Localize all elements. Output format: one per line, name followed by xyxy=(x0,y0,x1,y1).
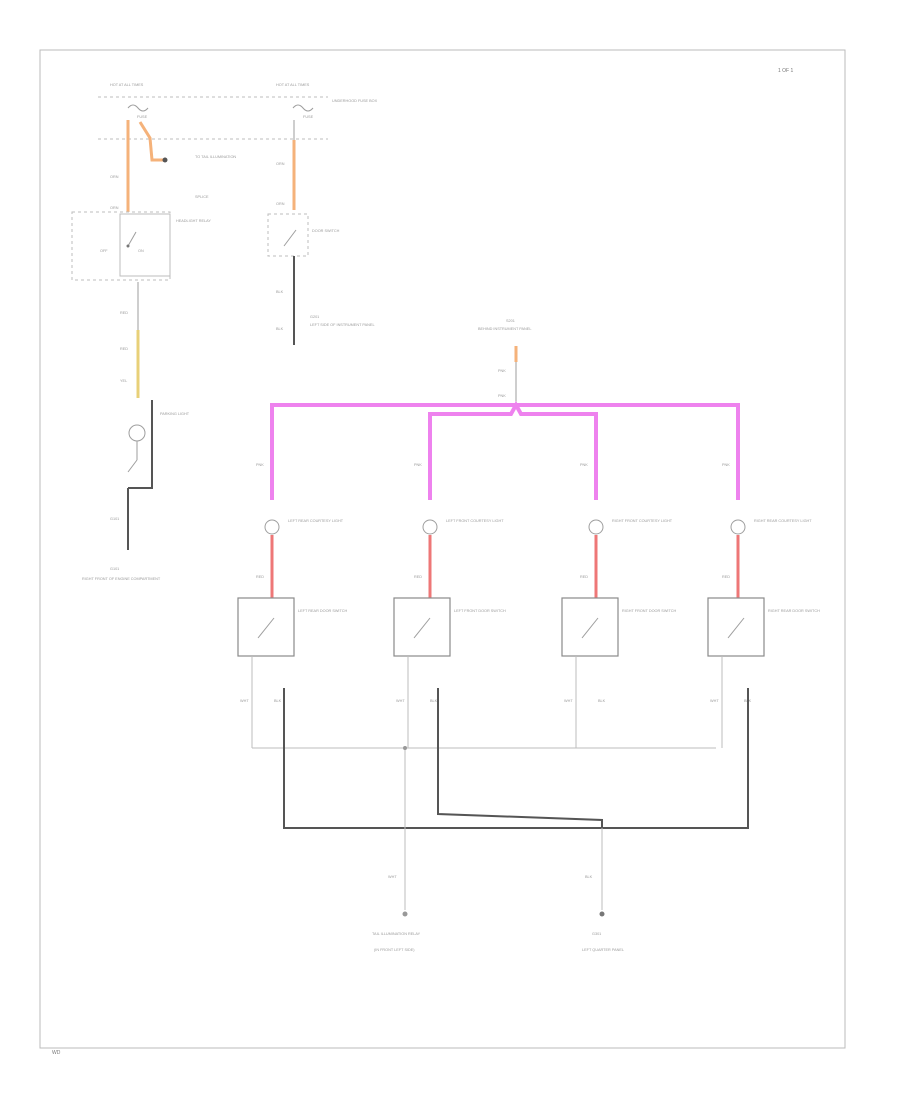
door-switch-label: LEFT FRONT DOOR SWITCH xyxy=(454,609,506,613)
door-switch-arm xyxy=(727,617,745,639)
left-orange-branch xyxy=(138,121,164,162)
bottom-left-caption-2: (IN FRONT LEFT SIDE) xyxy=(374,948,415,952)
relay-off-label: OFF xyxy=(100,249,108,253)
bottom-left-terminal xyxy=(402,911,408,917)
bottom-dark-bus-inner xyxy=(437,688,603,828)
channel-left-wire-label: WHT xyxy=(240,699,249,703)
headlight-relay-inner xyxy=(119,213,171,277)
courtesy-light-label: LEFT FRONT COURTESY LIGHT xyxy=(446,519,504,523)
courtesy-light-icon xyxy=(264,519,280,535)
door-switch-arm xyxy=(257,617,275,639)
channel-mid-wire-label: RED xyxy=(722,575,730,579)
door-switch-arm xyxy=(283,229,297,247)
channel-left-wire-label: WHT xyxy=(396,699,405,703)
courtesy-light-icon xyxy=(588,519,604,535)
channel-top-wire-label: PNK xyxy=(256,463,264,467)
door-switch-label: DOOR SWITCH xyxy=(312,229,340,233)
right-wire-label-3: BLK xyxy=(276,290,284,294)
channel-top-wire-label: PNK xyxy=(722,463,730,467)
pink-bus-main xyxy=(270,403,740,500)
corner-label: 1 OF 1 xyxy=(778,68,794,74)
center-junction-label: PNK xyxy=(498,394,506,398)
door-switch-label: RIGHT REAR DOOR SWITCH xyxy=(768,609,820,613)
courtesy-light-icon xyxy=(422,519,438,535)
door-switch-box xyxy=(561,597,619,657)
right-wire-label-4: BLK xyxy=(276,327,284,331)
right-fuse-icon xyxy=(292,104,314,112)
splice-dot xyxy=(162,157,168,163)
courtesy-light-label: RIGHT FRONT COURTESY LIGHT xyxy=(612,519,673,523)
bottom-right-wire-label: BLK xyxy=(585,875,593,879)
courtesy-light-channels: PNK LEFT REAR COURTESY LIGHT RED LEFT REAR … xyxy=(237,463,820,748)
door-switch-arm xyxy=(581,617,599,639)
left-wire-label-4: RED xyxy=(120,347,128,351)
left-fuse-panel-label: HOT AT ALL TIMES xyxy=(110,83,144,87)
courtesy-light-icon xyxy=(730,519,746,535)
relay-switch-arm xyxy=(127,231,137,247)
courtesy-light-label: RIGHT REAR COURTESY LIGHT xyxy=(754,519,812,523)
left-wire-label-2: ORN xyxy=(110,206,119,210)
left-wire-label-3: RED xyxy=(120,311,128,315)
left-ground-wire-label: G101 xyxy=(110,517,119,521)
right-wire-label-1: ORN xyxy=(276,162,285,166)
channel-top-wire-label: PNK xyxy=(414,463,422,467)
splice-label: SPLICE xyxy=(195,195,209,199)
right-ground-label: G201 xyxy=(310,315,319,319)
channel-left-wire-label: WHT xyxy=(710,699,719,703)
door-switch-arm xyxy=(413,617,431,639)
bottom-dark-bus-left xyxy=(283,688,749,829)
courtesy-light-label: LEFT REAR COURTESY LIGHT xyxy=(288,519,344,523)
channel-right-wire-label: BLK xyxy=(274,699,282,703)
door-switch-label: RIGHT FRONT DOOR SWITCH xyxy=(622,609,677,613)
channel-left-wire-label: WHT xyxy=(564,699,573,703)
headlight-relay-box xyxy=(71,211,171,281)
left-fuse-label: FUSE xyxy=(137,115,148,119)
right-ground-caption: LEFT SIDE OF INSTRUMENT PANEL xyxy=(310,323,375,327)
left-switch-arm xyxy=(127,459,138,473)
right-wire-label-2: ORN xyxy=(276,202,285,206)
page-frame xyxy=(39,49,846,1049)
door-switch-box xyxy=(267,213,309,257)
left-ground-label: G101 xyxy=(110,567,119,571)
pink-bus-inner xyxy=(428,400,598,500)
channel-mid-wire-label: RED xyxy=(580,575,588,579)
channel-right-wire-label: BLK xyxy=(598,699,606,703)
channel-right-wire-label: BLK xyxy=(430,699,438,703)
footer-label: WD xyxy=(52,1050,61,1056)
channel-top-wire-label: PNK xyxy=(580,463,588,467)
door-switch-label: LEFT REAR DOOR SWITCH xyxy=(298,609,348,613)
left-wire-label-1: ORN xyxy=(110,175,119,179)
center-wire-label: PNK xyxy=(498,369,506,373)
right-fuse-panel-label: HOT AT ALL TIMES xyxy=(276,83,310,87)
left-fuse-icon xyxy=(127,104,149,112)
bottom-left-wire-label: WHT xyxy=(388,875,397,879)
parking-light-icon xyxy=(128,424,146,442)
parking-light-label: PARKING LIGHT xyxy=(160,412,190,416)
right-fuse-label: FUSE xyxy=(303,115,314,119)
channel-mid-wire-label: RED xyxy=(414,575,422,579)
bottom-right-terminal xyxy=(599,911,605,917)
center-splice-label: S201 xyxy=(506,319,515,323)
left-dark-wire xyxy=(128,400,153,489)
bottom-right-caption-2: LEFT QUARTER PANEL xyxy=(582,948,624,952)
door-switch-box xyxy=(393,597,451,657)
center-splice-caption: BEHIND INSTRUMENT PANEL xyxy=(478,327,531,331)
bottom-right-caption: G301 xyxy=(592,932,601,936)
bottom-left-caption: TAIL ILLUMINATION RELAY xyxy=(372,932,421,936)
left-ground-caption: RIGHT FRONT OF ENGINE COMPARTMENT xyxy=(82,577,161,581)
relay-contact xyxy=(126,244,130,248)
bottom-left-splice-dot xyxy=(403,746,407,750)
relay-on-label: ON xyxy=(138,249,144,253)
door-switch-box xyxy=(707,597,765,657)
headlight-relay-label: HEADLIGHT RELAY xyxy=(176,219,211,223)
left-wire-label-5: YEL xyxy=(120,379,127,383)
channel-mid-wire-label: RED xyxy=(256,575,264,579)
to-tail-illumination-label: TO TAIL ILLUMINATION xyxy=(195,155,236,159)
door-switch-box xyxy=(237,597,295,657)
underhood-box-label: UNDERHOOD FUSE BOX xyxy=(332,99,378,103)
